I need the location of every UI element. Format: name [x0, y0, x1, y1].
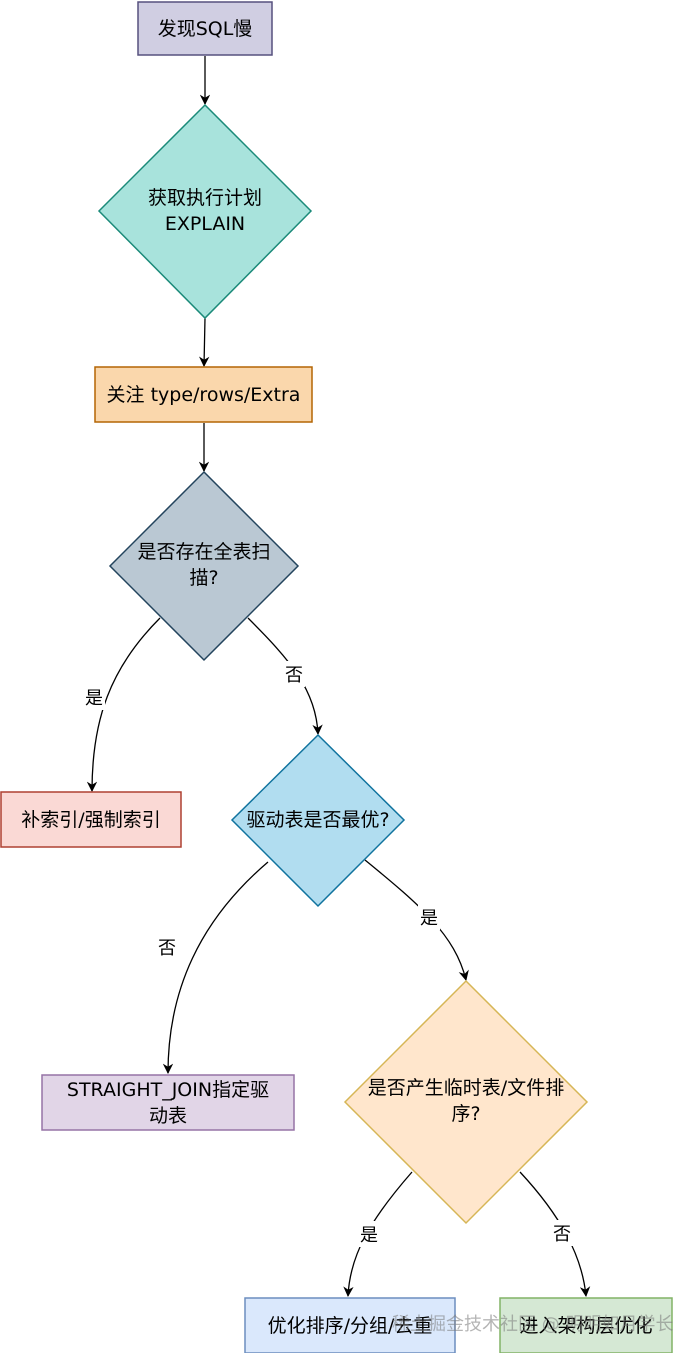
node-straight-join-label: STRAIGHT_JOIN指定驱 动表 [66, 1078, 270, 1127]
node-optimize-sort-shape [244, 1297, 456, 1353]
node-temp-sort-shape [343, 979, 589, 1225]
node-add-index-shape [0, 791, 182, 848]
node-optimize-sort-label: 优化排序/分组/去重 [267, 1314, 433, 1337]
edge-label-driver-yes: 是 [418, 904, 440, 930]
node-driver-shape [230, 733, 406, 908]
node-start-shape [137, 1, 273, 56]
node-straight-join-shape [41, 1074, 295, 1131]
edge-driver-no [162, 861, 269, 1075]
node-temp-sort-label: 是否产生临时表/文件排 序? [367, 1077, 565, 1125]
node-start-label: 发现SQL慢 [157, 17, 253, 40]
edge-label-fullscan-no: 否 [283, 661, 305, 687]
node-focus-shape [94, 366, 313, 423]
node-fullscan-shape [108, 470, 300, 662]
node-driver-label: 驱动表是否最优? [246, 809, 390, 831]
edge-label-driver-no: 否 [156, 934, 178, 960]
node-add-index-label: 补索引/强制索引 [21, 808, 161, 831]
edge-explain-to-focus [198, 317, 210, 368]
node-arch-label: 进入架构层优化 [519, 1314, 653, 1337]
node-explain-shape [97, 103, 313, 320]
edge-driver-yes [364, 859, 469, 982]
node-focus-label: 关注 type/rows/Extra [106, 383, 301, 406]
edge-label-temp-no: 否 [551, 1220, 573, 1246]
node-arch-shape [499, 1297, 673, 1353]
edge-fullscan-yes [86, 617, 161, 793]
watermark-text: 稀土掘金技术社区 @ 明明如月学长 [392, 1314, 673, 1335]
edge-label-fullscan-yes: 是 [83, 684, 105, 710]
node-fullscan-label: 是否存在全表扫 描? [137, 541, 271, 589]
node-explain-label: 获取执行计划 EXPLAIN [147, 187, 262, 235]
edge-label-temp-yes: 是 [358, 1221, 380, 1247]
